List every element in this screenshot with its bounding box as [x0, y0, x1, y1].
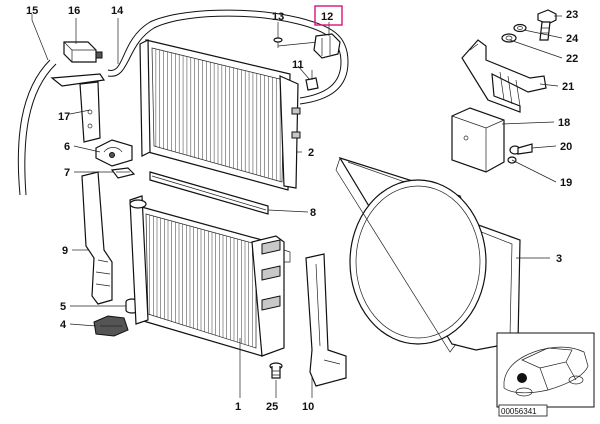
label-11: 11 — [292, 59, 304, 71]
label-22: 22 — [566, 53, 578, 65]
part-22-washer — [501, 33, 517, 43]
part-13-bolt — [273, 37, 283, 48]
part-7-clip — [110, 167, 136, 179]
part-18-control-module — [451, 107, 505, 173]
reference-number: 00056341 — [501, 407, 537, 416]
label-10: 10 — [302, 401, 314, 413]
part-9-air-duct — [81, 171, 113, 305]
label-18: 18 — [558, 117, 570, 129]
label-6: 6 — [64, 141, 70, 153]
label-13: 13 — [272, 11, 284, 23]
highlight-box-12 — [314, 5, 343, 26]
label-1: 1 — [235, 401, 241, 413]
label-9: 9 — [62, 245, 68, 257]
part-labels: 15 16 14 13 12 11 17 6 7 9 5 4 2 8 3 1 2… — [26, 5, 579, 413]
label-24: 24 — [566, 33, 579, 45]
hose-15 — [17, 59, 57, 196]
label-15: 15 — [26, 5, 38, 17]
label-20: 20 — [560, 141, 572, 153]
part-6-mount — [95, 139, 133, 167]
part-8-seal-strip — [149, 171, 269, 215]
part-19-washer — [507, 156, 517, 164]
label-19: 19 — [560, 177, 572, 189]
label-4: 4 — [60, 319, 67, 331]
part-2-condenser — [139, 39, 301, 191]
label-25: 25 — [266, 401, 278, 413]
locator-dot — [517, 373, 527, 383]
part-25-screw — [269, 362, 283, 379]
label-16: 16 — [68, 5, 80, 17]
part-23-bolt — [537, 9, 557, 41]
part-3-fan-shroud — [335, 156, 521, 353]
hose-14 — [107, 9, 349, 105]
label-2: 2 — [308, 147, 314, 159]
part-20-bolt — [509, 143, 533, 155]
part-16-sensor — [63, 41, 103, 63]
condenser-fins — [155, 48, 281, 181]
part-11-fitting — [305, 70, 319, 91]
label-3: 3 — [556, 253, 562, 265]
label-7: 7 — [64, 167, 70, 179]
part-21-bracket — [461, 39, 547, 113]
label-14: 14 — [111, 5, 124, 17]
radiator-fins — [149, 215, 253, 347]
part-24-washer — [513, 23, 527, 33]
label-21: 21 — [562, 81, 574, 93]
part-4-rubber-mount — [93, 315, 129, 337]
label-5: 5 — [60, 301, 66, 313]
leader-lines — [31, 14, 563, 398]
label-8: 8 — [310, 207, 316, 219]
label-17: 17 — [58, 111, 70, 123]
car-locator-inset: 00056341 — [496, 332, 595, 417]
label-23: 23 — [566, 9, 578, 21]
part-1-radiator — [129, 195, 291, 357]
label-12: 12 — [321, 11, 333, 23]
part-10-duct — [305, 253, 347, 387]
part-17-bracket — [50, 73, 106, 143]
part-12-sensor — [277, 33, 341, 59]
